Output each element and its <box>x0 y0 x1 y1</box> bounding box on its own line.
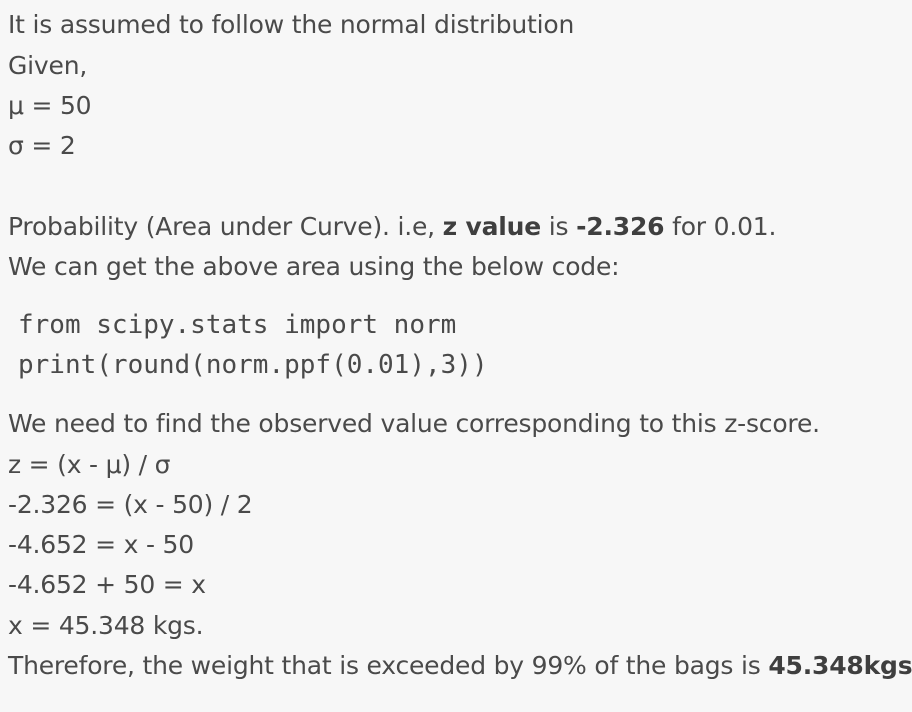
z-score-value: -2.326 <box>576 212 665 241</box>
probability-line: Probability (Area under Curve). i.e, z v… <box>8 211 776 243</box>
given-label: Given, <box>8 51 88 80</box>
solution-document: It is assumed to follow the normal distr… <box>8 10 912 680</box>
probability-prefix: Probability (Area under Curve). i.e, <box>8 212 443 241</box>
z-formula: z = (x - μ) / σ <box>8 450 171 479</box>
step-4: x = 45.348 kgs. <box>8 611 204 640</box>
conclusion-prefix: Therefore, the weight that is exceeded b… <box>8 651 769 680</box>
assumption-text: It is assumed to follow the normal distr… <box>8 10 575 39</box>
step-1: -2.326 = (x - 50) / 2 <box>8 490 253 519</box>
final-answer: 45.348kgs <box>768 651 912 680</box>
code-line-1: from scipy.stats import norm <box>18 310 457 340</box>
code-intro-text: We can get the above area using the belo… <box>8 252 620 281</box>
observed-value-intro: We need to find the observed value corre… <box>8 409 820 438</box>
probability-mid: is <box>541 212 577 241</box>
code-line-2: print(round(norm.ppf(0.01),3)) <box>18 350 488 380</box>
mu-value: μ = 50 <box>8 91 92 120</box>
probability-suffix: for 0.01. <box>664 212 777 241</box>
step-3: -4.652 + 50 = x <box>8 570 206 599</box>
conclusion-line: Therefore, the weight that is exceeded b… <box>8 650 912 682</box>
z-value-label: z value <box>442 212 542 241</box>
sigma-value: σ = 2 <box>8 131 76 160</box>
step-2: -4.652 = x - 50 <box>8 530 194 559</box>
